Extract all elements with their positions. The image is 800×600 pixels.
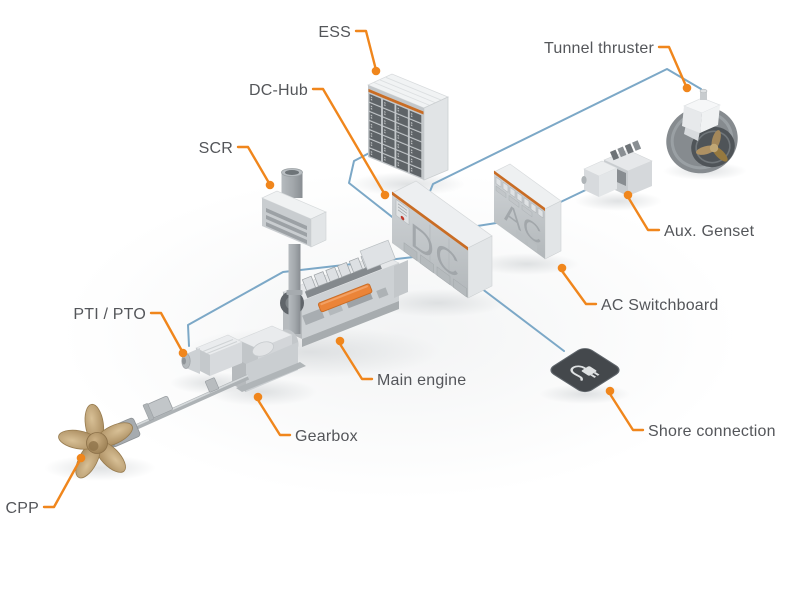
label-ac-switchboard: AC Switchboard	[557, 263, 719, 314]
engine-valve-cover	[317, 283, 373, 313]
label-shore-connection: Shore connection	[605, 386, 776, 440]
label-scr: SCR	[199, 140, 275, 190]
shore-connection-tile	[550, 348, 620, 393]
main-engine-label: Main engine	[377, 372, 466, 389]
cpp-propeller	[58, 403, 133, 479]
shore-connection-label: Shore connection	[648, 423, 776, 440]
main-engine-unit	[280, 239, 408, 347]
engine-charge-air-cooler	[359, 239, 396, 271]
tunnel-thruster-leader-line	[657, 45, 688, 88]
label-gearbox: Gearbox	[253, 392, 358, 445]
gearbox-leader-line	[256, 398, 292, 437]
label-dc-hub: DC-Hub	[249, 82, 390, 200]
main-engine-marker-dot	[335, 336, 345, 346]
gearbox-label: Gearbox	[295, 428, 358, 445]
pti-pto-leader-line	[149, 311, 184, 353]
scr-unit	[261, 168, 327, 334]
label-aux-genset: Aux. Genset	[623, 190, 755, 240]
ess-battery-rack	[366, 73, 450, 181]
label-cpp: CPP	[6, 453, 86, 517]
ac-switchboard-marker-dot	[557, 263, 567, 273]
main-engine-leader-line	[338, 342, 374, 381]
gearbox-unit	[232, 325, 306, 392]
ac-switchboard-label: AC Switchboard	[601, 297, 719, 314]
cpp-leader-line	[42, 458, 82, 509]
dc-hub-cabinet: DC	[391, 180, 493, 299]
tunnel-thruster-label: Tunnel thruster	[544, 40, 654, 57]
tunnel-thruster-marker-dot	[682, 83, 692, 93]
pti-pto-motor	[181, 334, 243, 376]
aux-genset-unit	[581, 140, 653, 197]
line-dc-hub-to-shore	[472, 281, 565, 352]
dc-hub-indicator-light	[400, 215, 405, 221]
dc-hub-label: DC-Hub	[249, 82, 308, 99]
label-pti-pto: PTI / PTO	[73, 306, 188, 358]
aux-genset-label: Aux. Genset	[664, 223, 755, 240]
ac-switchboard-leader-line	[560, 269, 598, 306]
aux-genset-marker-dot	[623, 190, 633, 200]
pti-pto-marker-dot	[178, 348, 188, 358]
cpp-marker-dot	[76, 453, 86, 463]
aux-genset-leader-line	[626, 195, 661, 232]
label-tunnel-thruster: Tunnel thruster	[544, 40, 692, 93]
ess-leader-line	[354, 29, 378, 72]
scr-marker-dot	[265, 180, 275, 190]
thruster-propeller	[696, 130, 728, 162]
scr-leader-line	[236, 145, 271, 185]
shore-plug-icon	[570, 365, 600, 381]
ess-marker-dot	[371, 66, 381, 76]
scr-label: SCR	[199, 140, 233, 157]
pti-pto-label: PTI / PTO	[73, 306, 146, 323]
cpp-label: CPP	[6, 500, 40, 517]
dc-hub-leader-line	[311, 87, 386, 195]
shaft-coupling	[142, 395, 173, 421]
label-main-engine: Main engine	[335, 336, 466, 389]
shore-connection-marker-dot	[605, 386, 615, 396]
label-ess: ESS	[318, 24, 381, 76]
shore-connection-leader-line	[608, 392, 645, 432]
tunnel-thruster-unit	[666, 88, 738, 174]
ess-label: ESS	[318, 24, 351, 41]
exhaust-stack	[288, 244, 301, 334]
dc-hub-marker-dot	[380, 190, 390, 200]
gearbox-marker-dot	[253, 392, 263, 402]
